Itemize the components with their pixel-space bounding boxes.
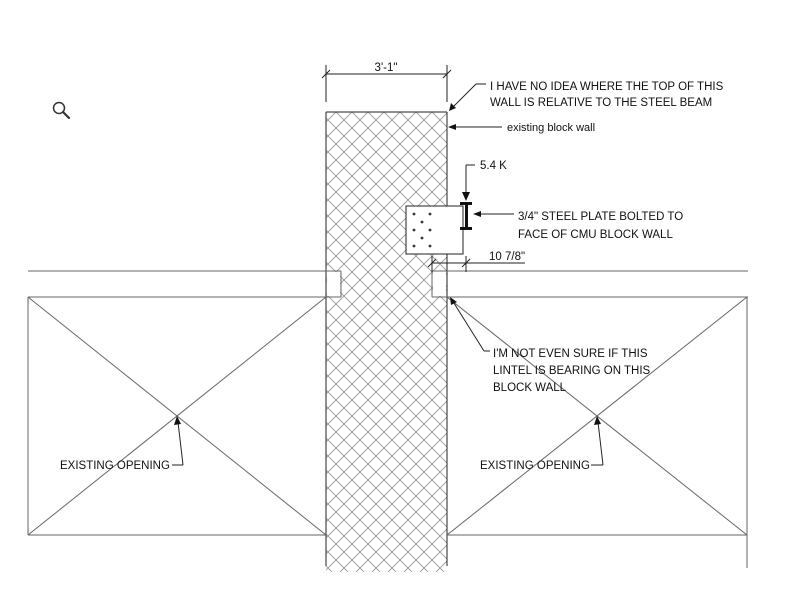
plate-note-line2: FACE OF CMU BLOCK WALL bbox=[518, 229, 673, 241]
steel-beam-section bbox=[460, 202, 472, 230]
top-note-line1: I HAVE NO IDEA WHERE THE TOP OF THIS bbox=[490, 81, 724, 93]
leader-opening-right bbox=[591, 416, 604, 466]
steel-plate bbox=[405, 205, 464, 255]
offset-label: 10 7/8" bbox=[489, 251, 525, 263]
offset-dimension bbox=[427, 256, 525, 272]
bolt-dots bbox=[412, 212, 432, 248]
existing-wall-label: existing block wall bbox=[507, 122, 595, 134]
opening-right-label: EXISTING OPENING bbox=[480, 460, 590, 472]
leader-plate bbox=[473, 211, 514, 217]
magnifier-icon[interactable] bbox=[52, 101, 71, 120]
wall-width-dimension bbox=[321, 65, 452, 102]
lintel-right bbox=[431, 270, 748, 298]
load-label: 5.4 K bbox=[480, 160, 507, 172]
opening-right bbox=[446, 296, 748, 568]
top-note-line2: WALL IS RELATIVE TO THE STEEL BEAM bbox=[490, 97, 712, 109]
leader-existing-wall bbox=[448, 124, 502, 130]
lintel-note-line1: I'M NOT EVEN SURE IF THIS bbox=[493, 348, 648, 360]
leader-lintel bbox=[450, 297, 490, 352]
wall-width-label: 3'-1" bbox=[375, 62, 398, 74]
leader-top-note bbox=[449, 83, 486, 111]
block-wall bbox=[325, 111, 448, 572]
load-arrow bbox=[462, 164, 475, 201]
lintel-note-line3: BLOCK WALL bbox=[493, 382, 567, 394]
plate-note-line1: 3/4" STEEL PLATE BOLTED TO bbox=[518, 211, 683, 223]
opening-left-label: EXISTING OPENING bbox=[60, 460, 170, 472]
leader-opening-left bbox=[172, 416, 184, 466]
lintel-left bbox=[28, 270, 342, 298]
lintel-note-line2: LINTEL IS BEARING ON THIS bbox=[493, 365, 651, 377]
